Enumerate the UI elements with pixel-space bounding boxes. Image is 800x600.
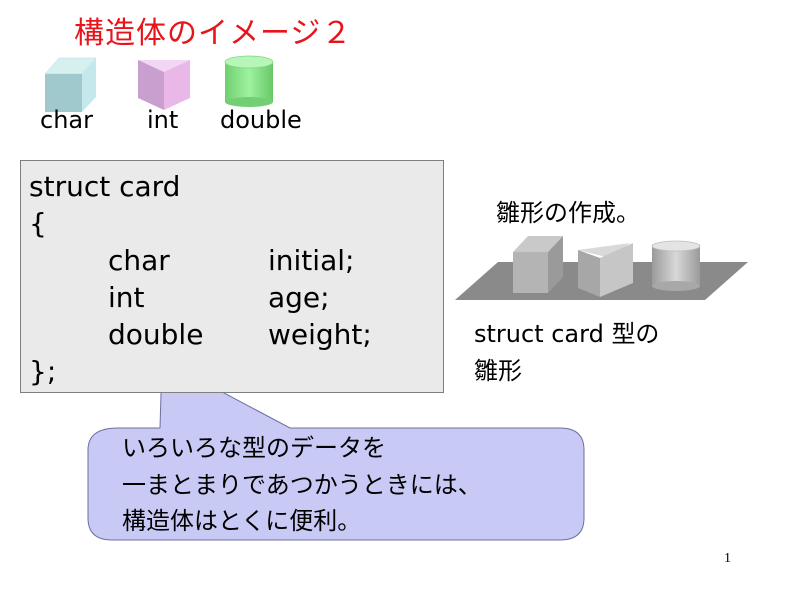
code-member-type: double [108,318,204,351]
code-member-name: age; [268,281,330,314]
code-member-type: int [108,281,145,314]
slide-title: 構造体のイメージ２ [74,16,353,51]
callout-line1: いろいろな型のデータを [122,434,386,462]
struct-caption-line1: struct card 型の [474,320,660,348]
code-struct-declaration: struct card [29,170,181,203]
page-number: 1 [724,551,731,566]
callout-line2: 一まとまりであつかうときには、 [122,471,482,499]
code-member-type: char [108,244,170,277]
cylinder-icon [224,55,274,107]
struct-code-box [20,160,444,393]
code-open-brace: { [29,207,47,240]
struct-caption-line2: 雛形 [474,357,522,385]
callout-line3: 構造体はとくに便利。 [122,507,362,535]
code-close-brace: }; [29,355,57,388]
code-member-name: weight; [268,318,372,351]
triangular-prism-icon [138,60,190,110]
cube-icon [44,57,97,112]
code-member-name: initial; [268,244,355,277]
template-caption: 雛形の作成。 [496,199,640,227]
type-label-double: double [220,106,302,134]
callout-bubble-shape [87,359,585,541]
template-platform-illustration [455,236,748,300]
type-label-char: char [40,106,93,134]
type-label-int: int [147,106,179,134]
